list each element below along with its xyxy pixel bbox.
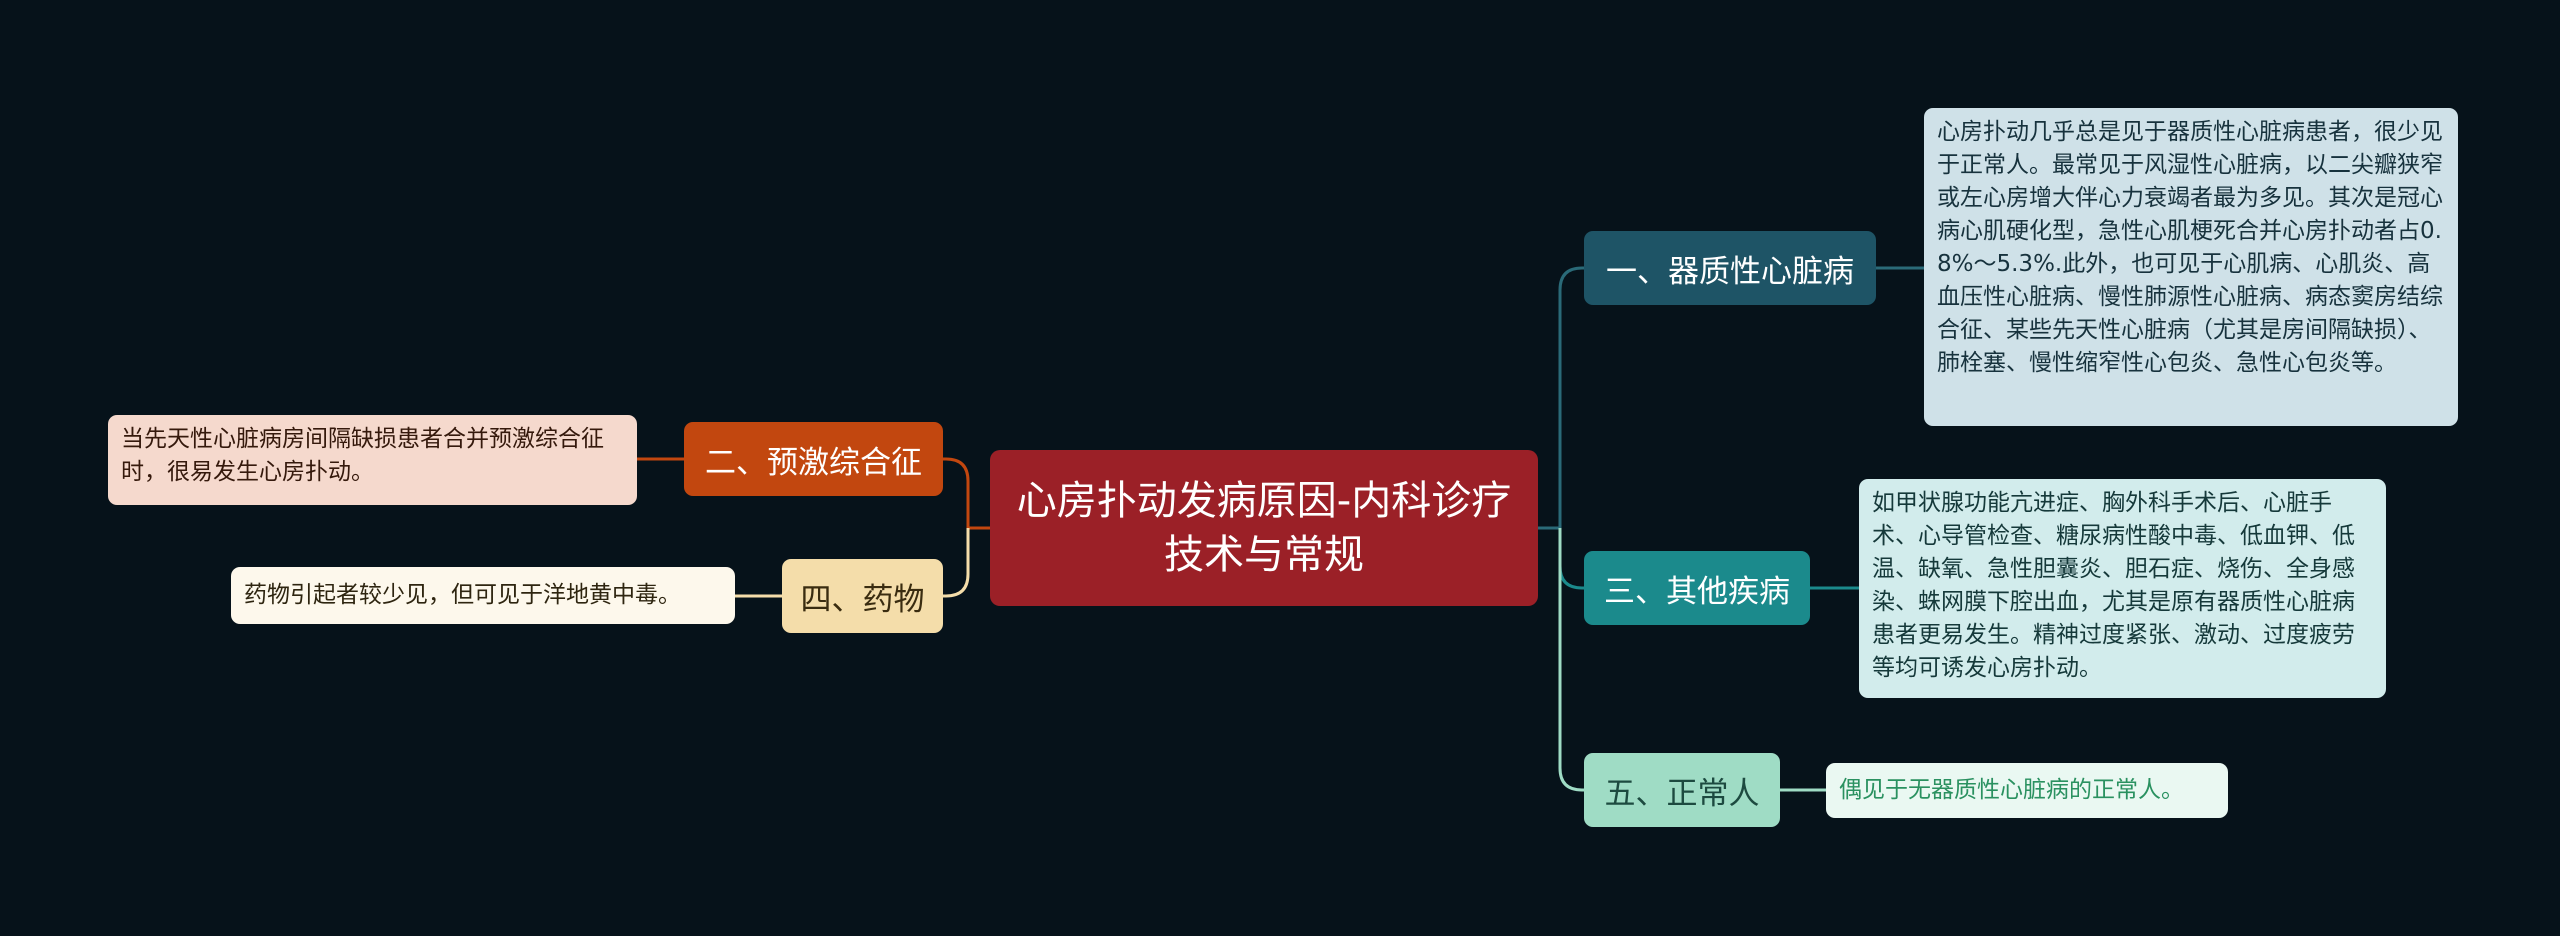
detail-preexcitation-syndrome[interactable]: 当先天性心脏病房间隔缺损患者合并预激综合征时，很易发生心房扑动。 — [108, 415, 637, 505]
detail-organic-heart-disease[interactable]: 心房扑动几乎总是见于器质性心脏病患者，很少见于正常人。最常见于风湿性心脏病，以二… — [1924, 108, 2458, 426]
detail-normal-people[interactable]: 偶见于无器质性心脏病的正常人。 — [1826, 763, 2228, 818]
root-topic[interactable]: 心房扑动发病原因-内科诊疗技术与常规 — [990, 450, 1538, 606]
branch-label: 二、预激综合征 — [705, 444, 922, 481]
branch-label: 五、正常人 — [1604, 775, 1760, 812]
branch-normal-people[interactable]: 五、正常人 — [1584, 753, 1780, 827]
branch-organic-heart-disease[interactable]: 一、器质性心脏病 — [1584, 231, 1876, 305]
branch-label: 一、器质性心脏病 — [1606, 253, 1854, 290]
root-topic-label: 心房扑动发病原因-内科诊疗技术与常规 — [1016, 478, 1512, 578]
branch-drugs[interactable]: 四、药物 — [782, 559, 943, 633]
branch-preexcitation-syndrome[interactable]: 二、预激综合征 — [684, 422, 943, 496]
connector-branch-1 — [1558, 266, 1584, 528]
connector-branch-4 — [943, 528, 970, 598]
detail-other-diseases[interactable]: 如甲状腺功能亢进症、胸外科手术后、心脏手术、心导管检查、糖尿病性酸中毒、低血钾、… — [1859, 479, 2386, 698]
connector-branch-3 — [1558, 528, 1584, 590]
connector-branch-2 — [943, 457, 970, 528]
branch-label: 三、其他疾病 — [1604, 573, 1790, 610]
branch-label: 四、药物 — [800, 581, 925, 618]
detail-drugs[interactable]: 药物引起者较少见，但可见于洋地黄中毒。 — [231, 567, 735, 624]
connector-branch-5 — [1558, 528, 1584, 792]
branch-other-diseases[interactable]: 三、其他疾病 — [1584, 551, 1810, 625]
